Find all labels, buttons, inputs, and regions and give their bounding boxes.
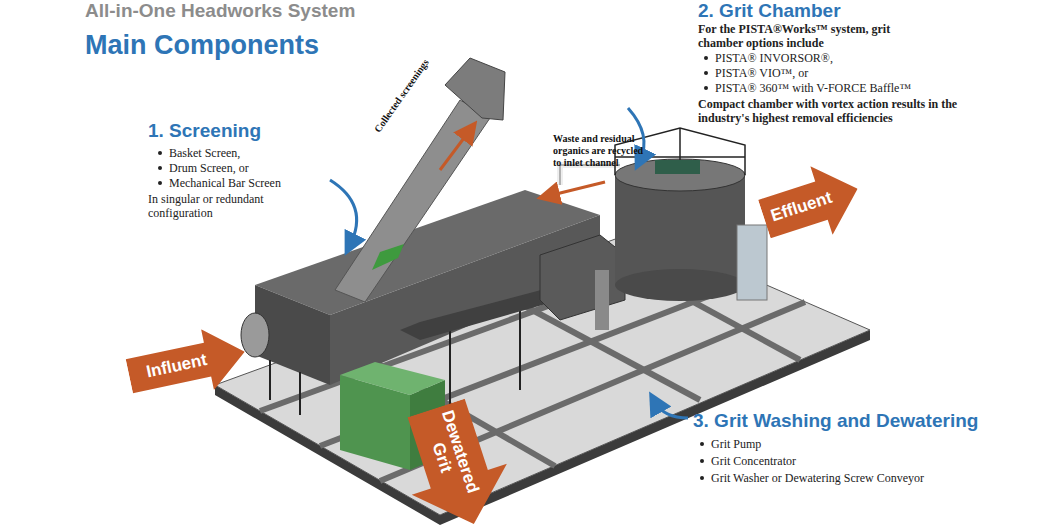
tank-drive <box>655 160 700 174</box>
screw-flight <box>372 244 404 270</box>
note-text: In singular or redundant configuration <box>148 192 313 220</box>
bullet-item: PISTA® 360™ with V-FORCE Baffle™ <box>704 81 911 95</box>
bullet-text: Grit Washer or Dewatering Screw Conveyor <box>711 471 924 485</box>
leg <box>269 360 271 400</box>
header-text: All-in-One Headworks System <box>85 0 355 22</box>
control-panel <box>737 225 767 300</box>
arrow-fill <box>389 393 522 525</box>
bullet-text: PISTA® INVORSOR®, <box>715 51 833 65</box>
bullet-text: PISTA® 360™ with V-FORCE Baffle™ <box>715 81 911 95</box>
callout-arrow <box>655 402 688 418</box>
bullet-dot <box>700 442 704 446</box>
leg <box>299 372 301 415</box>
inlet-pipe <box>241 313 269 357</box>
callout-heading: 1. Screening <box>148 120 261 142</box>
callout-arrow <box>330 180 357 245</box>
bullet-dot <box>704 86 708 90</box>
bullet-item: Basket Screen, <box>158 146 240 160</box>
bullet-item: Grit Washer or Dewatering Screw Conveyor <box>700 471 924 485</box>
grit-washer <box>540 235 625 320</box>
bullet-text: Basket Screen, <box>169 146 240 160</box>
rail <box>679 128 681 160</box>
bullet-dot <box>704 71 708 75</box>
bullet-text: Grit Pump <box>711 437 761 451</box>
dumpster-top <box>340 362 445 395</box>
bullet-item: PISTA® INVORSOR®, <box>704 51 833 65</box>
flow-arrow <box>548 182 605 196</box>
bullet-item: Drum Screen, or <box>158 161 249 175</box>
grit-tank-bottom <box>615 269 745 301</box>
arrow-fill <box>753 155 868 254</box>
flow-label: Collected screenings <box>372 57 432 135</box>
bullet-dot <box>158 151 162 155</box>
bullet-text: Grit Concentrator <box>711 454 796 468</box>
bullet-dot <box>158 181 162 185</box>
leg <box>519 300 521 390</box>
grit-tank-top <box>615 159 745 191</box>
callout-heading: 3. Grit Washing and Dewatering <box>693 410 978 432</box>
diagram-title: Main Components <box>85 30 319 61</box>
flow-label: Waste and residual organics are recycled… <box>553 133 648 169</box>
effluent-arrow: Effluent <box>753 155 868 254</box>
bullet-item: PISTA® VIO™, or <box>704 66 808 80</box>
bullet-dot <box>158 166 162 170</box>
screenings-conveyor <box>335 100 490 302</box>
grit-conveyor <box>400 285 560 340</box>
bullet-item: Mechanical Bar Screen <box>158 176 281 190</box>
flow-arrow <box>440 130 470 170</box>
arrow-fill <box>123 321 251 406</box>
conveyor-hood <box>445 58 505 120</box>
bullet-item: Grit Pump <box>700 437 761 451</box>
note-text: Compact chamber with vortex action resul… <box>698 97 988 125</box>
bullet-text: PISTA® VIO™, or <box>715 66 808 80</box>
bullet-text: Mechanical Bar Screen <box>169 176 281 190</box>
bullet-dot <box>700 476 704 480</box>
callout-heading: 2. Grit Chamber <box>698 0 841 22</box>
bullet-dot <box>704 56 708 60</box>
note-text: For the PISTA®Works™ system, grit chambe… <box>698 22 933 50</box>
bullet-item: Grit Concentrator <box>700 454 796 468</box>
bullet-text: Drum Screen, or <box>169 161 249 175</box>
bullet-dot <box>700 459 704 463</box>
grit-pump <box>595 270 609 330</box>
